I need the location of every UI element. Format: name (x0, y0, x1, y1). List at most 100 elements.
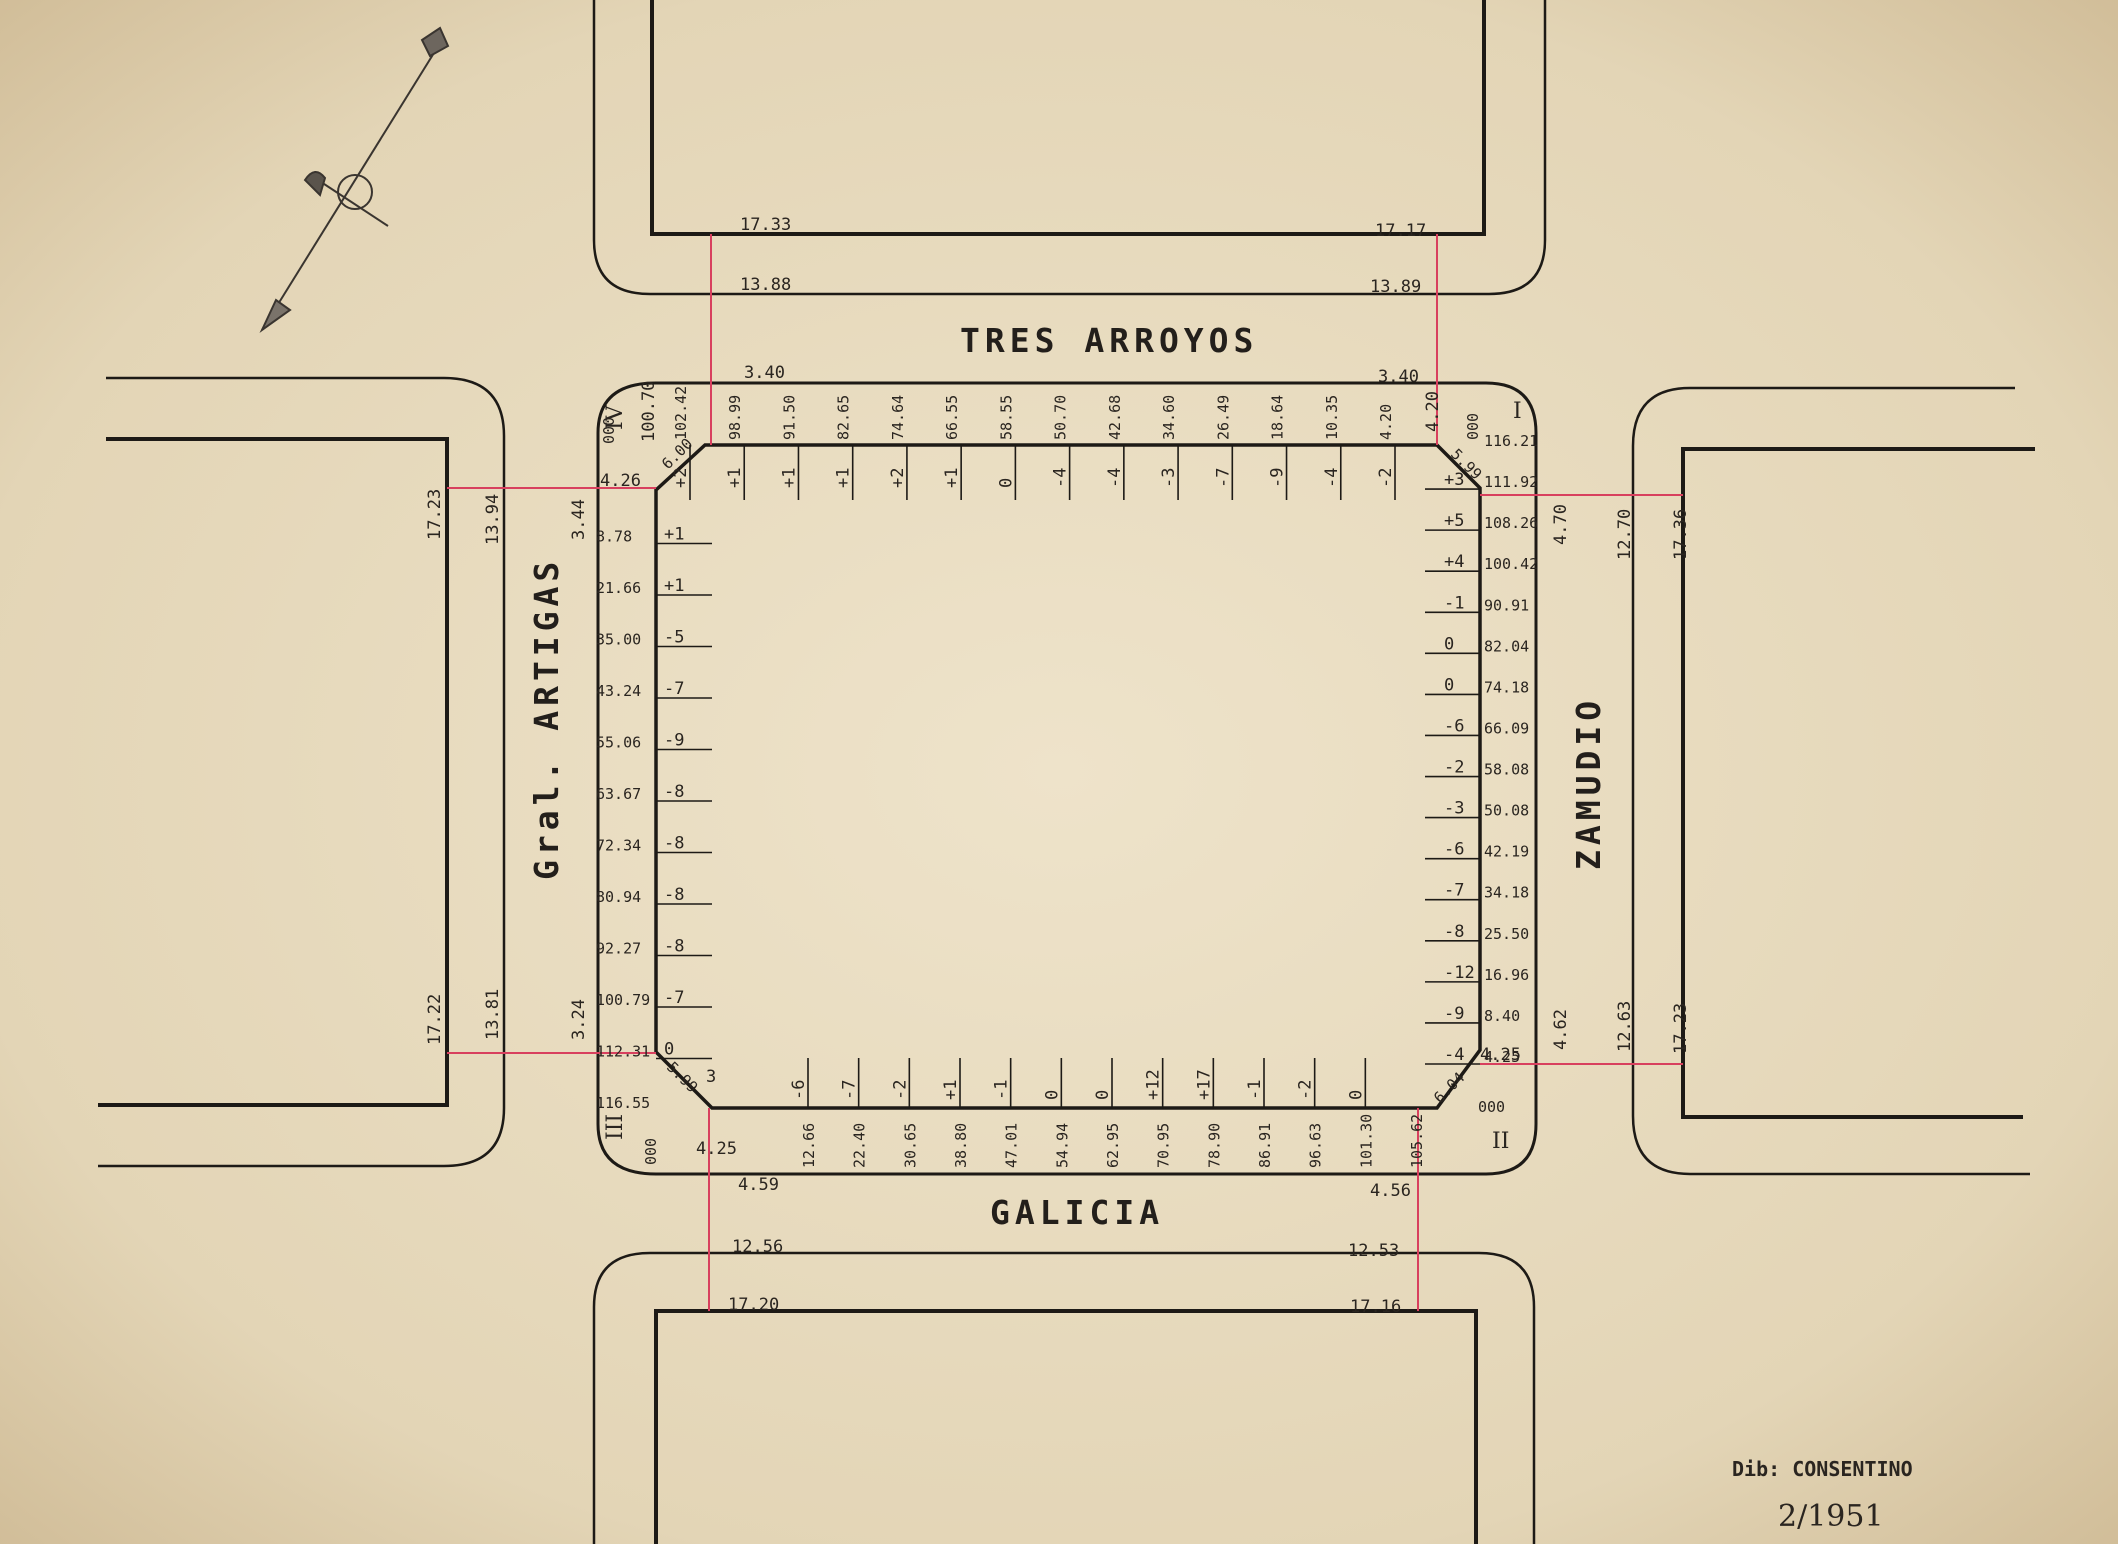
south-tick-distance: 54.94 (1053, 1123, 1071, 1168)
measure-east-offset-bottom: 4.62 (1551, 1009, 1571, 1050)
west-tick-distance: 112.31 (596, 1043, 650, 1061)
east-block (1631, 386, 2035, 1176)
measure-se-first: 4.25 (1480, 1045, 1521, 1065)
measure-east-outer-top: 17.36 (1671, 509, 1691, 560)
street-name-east: ZAMUDIO (1569, 696, 1608, 870)
measure-south-inner-right: 12.53 (1348, 1241, 1399, 1261)
north-tick-value: 0 (996, 478, 1016, 488)
west-tick-distance: 63.67 (596, 785, 641, 803)
east-tick-distance: 100.42 (1484, 555, 1538, 573)
author-credit: Dib: CONSENTINO (1732, 1457, 1913, 1481)
east-tick-distance: 34.18 (1484, 884, 1529, 902)
north-tick-distance: 34.60 (1160, 395, 1178, 440)
measure-north-offset-right: 3.40 (1378, 367, 1419, 387)
measure-north-top-right: 17.17 (1375, 221, 1426, 241)
east-tick-distance: 74.18 (1484, 678, 1529, 696)
measure-south-outer-right: 17.16 (1350, 1297, 1401, 1317)
east-tick-value: +3 (1444, 470, 1464, 490)
west-block (98, 376, 506, 1168)
corner-label-nw: IV (603, 404, 628, 430)
north-tick-value: -7 (1213, 468, 1233, 488)
measure-ne-zero: 000 (1464, 413, 1482, 440)
south-tick-value: 0 (1042, 1090, 1062, 1100)
west-tick-value: -9 (664, 731, 684, 751)
south-tick-value: -1 (992, 1080, 1012, 1100)
north-tick-value: -4 (1322, 468, 1342, 488)
east-tick-value: +4 (1444, 552, 1464, 572)
east-tick-value: -3 (1444, 799, 1464, 819)
west-tick-distance: 80.94 (596, 888, 641, 906)
south-tick-distance: 12.66 (800, 1123, 818, 1168)
north-tick-value: +2 (888, 468, 908, 488)
measure-west-offset-top: 3.44 (569, 499, 589, 540)
west-tick-distance: 116.55 (596, 1094, 650, 1112)
north-tick-value: +1 (779, 468, 799, 488)
south-tick-distance: 78.90 (1205, 1123, 1223, 1168)
measure-north-top-left: 17.33 (740, 215, 791, 235)
central-block (596, 381, 1538, 1176)
measure-nw-first: 4.26 (600, 471, 641, 491)
measure-nw-zero: 000 (600, 417, 618, 444)
west-tick-value: -5 (664, 628, 684, 648)
north-tick-value: +1 (725, 468, 745, 488)
east-tick-value: -6 (1444, 840, 1464, 860)
compass-icon (259, 26, 450, 334)
east-tick-distance: 25.50 (1484, 925, 1529, 943)
east-tick-value: -6 (1444, 716, 1464, 736)
south-tick-value: +17 (1194, 1069, 1214, 1100)
north-tick-value: -2 (1376, 468, 1396, 488)
east-tick-distance: 42.19 (1484, 843, 1529, 861)
street-name-west: Gral. ARTIGAS (527, 557, 566, 880)
north-tick-distance: 18.64 (1269, 395, 1287, 440)
north-tick-distance: 102.42 (672, 386, 690, 440)
measure-east-offset-top: 4.70 (1551, 504, 1571, 545)
east-tick-value: 0 (1444, 634, 1454, 654)
north-tick-distance: 98.99 (726, 395, 744, 440)
west-tick-value: -7 (664, 988, 684, 1008)
measure-north-top-left-2: 13.88 (740, 275, 791, 295)
east-tick-value: -12 (1444, 963, 1475, 983)
east-tick-distance: 50.08 (1484, 802, 1529, 820)
north-tick-value: +1 (834, 468, 854, 488)
east-tick-distance: 111.92 (1484, 473, 1538, 491)
east-tick-value: -7 (1444, 881, 1464, 901)
north-tick-value: -4 (1105, 468, 1125, 488)
south-tick-value: -2 (890, 1080, 910, 1100)
east-tick-distance: 58.08 (1484, 761, 1529, 779)
west-tick-distance: 43.24 (596, 682, 641, 700)
south-tick-value: +1 (941, 1080, 961, 1100)
measure-west-inner-top: 13.94 (483, 494, 503, 545)
measure-south-offset-left: 4.59 (738, 1175, 779, 1195)
west-tick-distance: 72.34 (596, 837, 641, 855)
north-tick-distance: 4.20 (1377, 404, 1395, 440)
south-tick-value: -2 (1296, 1080, 1316, 1100)
east-tick-value: -8 (1444, 922, 1464, 942)
west-tick-value: -8 (664, 834, 684, 854)
street-name-north: TRES ARROYOS (960, 321, 1258, 360)
north-tick-value: -9 (1268, 468, 1288, 488)
west-tick-distance: 55.06 (596, 734, 641, 752)
red-construction-lines (447, 234, 1683, 1311)
east-tick-distance: 82.04 (1484, 637, 1529, 655)
west-tick-value: -8 (664, 885, 684, 905)
measure-sw-side: 3 (706, 1067, 716, 1087)
north-tick-distance: 26.49 (1214, 395, 1232, 440)
east-tick-value: 0 (1444, 675, 1454, 695)
measure-nw-extra: 100.70 (639, 381, 659, 442)
east-tick-value: -1 (1444, 593, 1464, 613)
north-tick-value: +2 (671, 468, 691, 488)
south-tick-distance: 38.80 (952, 1123, 970, 1168)
east-face-measurements: 116.21111.92+3108.26+5100.42+490.91-182.… (1425, 432, 1538, 1066)
east-tick-value: -9 (1444, 1004, 1464, 1024)
measure-west-outer-top: 17.23 (425, 489, 445, 540)
measure-north-offset-left: 3.40 (744, 363, 785, 383)
corner-label-ne: I (1513, 399, 1522, 424)
measure-west-offset-bottom: 3.24 (569, 999, 589, 1040)
measure-east-inner-top: 12.70 (1615, 509, 1635, 560)
north-tick-distance: 58.55 (997, 395, 1015, 440)
north-tick-distance: 91.50 (780, 395, 798, 440)
north-block (592, 0, 1547, 296)
north-face-measurements: 102.42+298.99+191.50+182.65+174.64+266.5… (671, 386, 1396, 500)
